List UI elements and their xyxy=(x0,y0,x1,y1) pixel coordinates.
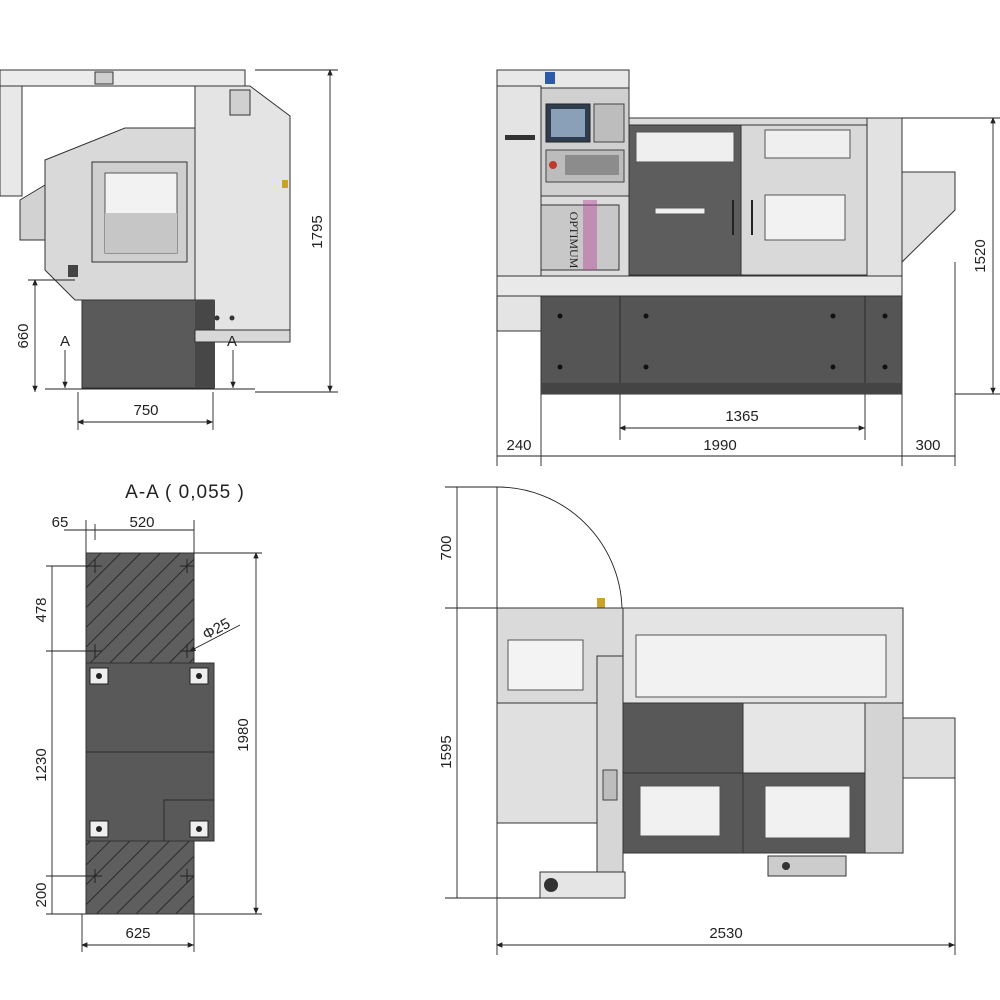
section-offset-dim: 65 xyxy=(52,514,69,531)
section-seg-bottom-dim: 200 xyxy=(33,882,50,907)
top-view: 700 1595 2530 xyxy=(438,486,956,955)
side-top-frame xyxy=(0,69,246,87)
section-marker-right: A xyxy=(227,333,237,350)
section-bottom-width-dim: 625 xyxy=(125,925,150,942)
section-pad-bottom xyxy=(85,840,195,915)
section-total-height-dim: 1980 xyxy=(235,718,252,751)
side-base-dim: 660 xyxy=(15,323,32,348)
section-seg-top-dim: 478 xyxy=(33,597,50,622)
door-swing-arc xyxy=(496,486,623,609)
front-left-dim: 240 xyxy=(506,437,531,454)
section-marker-left: A xyxy=(60,333,70,350)
section-hole-dim: Φ25 xyxy=(200,615,233,643)
top-depth-dim: 1595 xyxy=(438,735,455,768)
top-door-swing-dim: 700 xyxy=(438,535,455,560)
top-total-width-dim: 2530 xyxy=(709,925,742,942)
side-height-dim: 1795 xyxy=(309,215,326,248)
front-view: OPTIMUM 1520 1365 240 1990 300 xyxy=(496,69,1000,466)
side-width-dim: 750 xyxy=(133,402,158,419)
front-main-dim: 1990 xyxy=(703,437,736,454)
front-base xyxy=(540,295,903,395)
section-seg-mid-dim: 1230 xyxy=(33,748,50,781)
section-title: A-A ( 0,055 ) xyxy=(125,482,245,503)
front-bed-dim: 1365 xyxy=(725,408,758,425)
section-view: A-A ( 0,055 ) Φ25 65 xyxy=(33,482,262,952)
side-base xyxy=(81,299,215,389)
front-height-dim: 1520 xyxy=(972,239,989,272)
section-pad-top xyxy=(85,552,195,664)
front-brand-text: OPTIMUM xyxy=(567,212,581,269)
section-top-width-dim: 520 xyxy=(129,514,154,531)
side-enclosure xyxy=(194,85,291,331)
side-view: 1795 660 750 A A xyxy=(0,69,338,430)
front-right-dim: 300 xyxy=(915,437,940,454)
